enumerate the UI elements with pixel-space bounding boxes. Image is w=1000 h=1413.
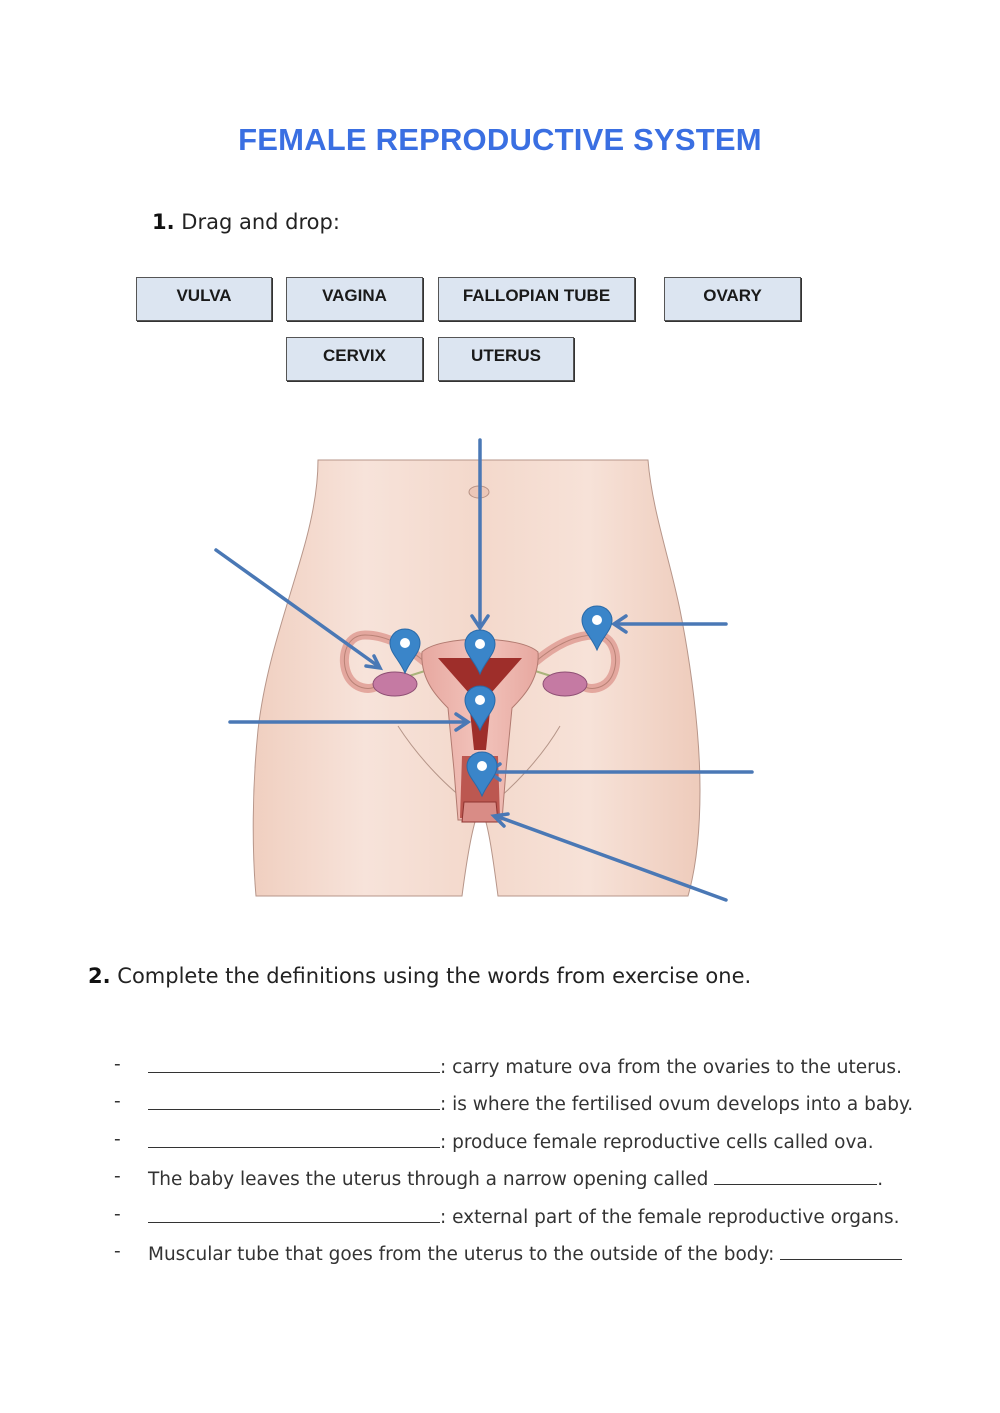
bullet-dash: - (114, 1091, 121, 1113)
answer-blank[interactable] (148, 1129, 440, 1148)
exercise-1-number: 1. (152, 210, 175, 234)
definition-text: : carry mature ova from the ovaries to t… (440, 1057, 902, 1078)
bullet-dash: - (114, 1054, 121, 1075)
definitions-list: - : carry mature ova from the ovaries to… (114, 1052, 954, 1276)
definition-item: - : produce female reproductive cells ca… (114, 1127, 954, 1164)
bullet-dash: - (114, 1240, 121, 1262)
answer-blank[interactable] (780, 1241, 903, 1260)
arrow-upper-left (214, 548, 380, 668)
word-box-fallopian-tube[interactable]: FALLOPIAN TUBE (438, 277, 635, 321)
map-pin-icon (581, 605, 613, 652)
page-title: FEMALE REPRODUCTIVE SYSTEM (238, 122, 762, 157)
word-box-uterus[interactable]: UTERUS (438, 337, 574, 381)
definition-item: - : external part of the female reproduc… (114, 1202, 954, 1239)
word-box-vagina[interactable]: VAGINA (286, 277, 423, 321)
word-box-vulva[interactable]: VULVA (136, 277, 272, 321)
bullet-dash: - (114, 1203, 121, 1225)
definition-item: - : carry mature ova from the ovaries to… (114, 1052, 954, 1089)
definition-item: - Muscular tube that goes from the uteru… (114, 1239, 954, 1276)
map-pin-icon (389, 628, 421, 675)
word-box-ovary[interactable]: OVARY (664, 277, 801, 321)
anatomy-diagram (200, 430, 780, 910)
exercise-2-heading: 2. Complete the definitions using the wo… (88, 964, 751, 988)
exercise-1-heading: 1. Drag and drop: (152, 210, 340, 234)
answer-blank[interactable] (148, 1054, 440, 1073)
bullet-dash: - (114, 1128, 121, 1150)
definition-text: : produce female reproductive cells call… (440, 1131, 874, 1153)
definition-item: - : is where the fertilised ovum develop… (114, 1089, 954, 1126)
exercise-1-instruction: Drag and drop: (181, 210, 340, 234)
answer-blank[interactable] (148, 1091, 440, 1111)
answer-blank[interactable] (148, 1204, 440, 1223)
definition-text: : external part of the female reproducti… (440, 1206, 900, 1228)
pointer-arrows (214, 438, 754, 902)
definition-text-end: . (877, 1169, 884, 1191)
definition-text: The baby leaves the uterus through a nar… (148, 1169, 715, 1191)
exercise-2-instruction: Complete the definitions using the words… (117, 964, 752, 988)
bullet-dash: - (114, 1166, 121, 1188)
map-pin-icon (466, 751, 498, 798)
answer-blank[interactable] (714, 1166, 878, 1186)
map-pin-icon (464, 629, 496, 676)
definition-text: Muscular tube that goes from the uterus … (148, 1243, 781, 1265)
word-box-cervix[interactable]: CERVIX (286, 337, 423, 381)
definition-text: : is where the fertilised ovum develops … (440, 1094, 914, 1116)
arrow-bottom-right (494, 814, 728, 902)
exercise-2-number: 2. (88, 964, 111, 988)
drop-target-pins[interactable] (389, 605, 613, 798)
map-pin-icon (464, 685, 496, 732)
definition-item: - The baby leaves the uterus through a n… (114, 1164, 954, 1201)
